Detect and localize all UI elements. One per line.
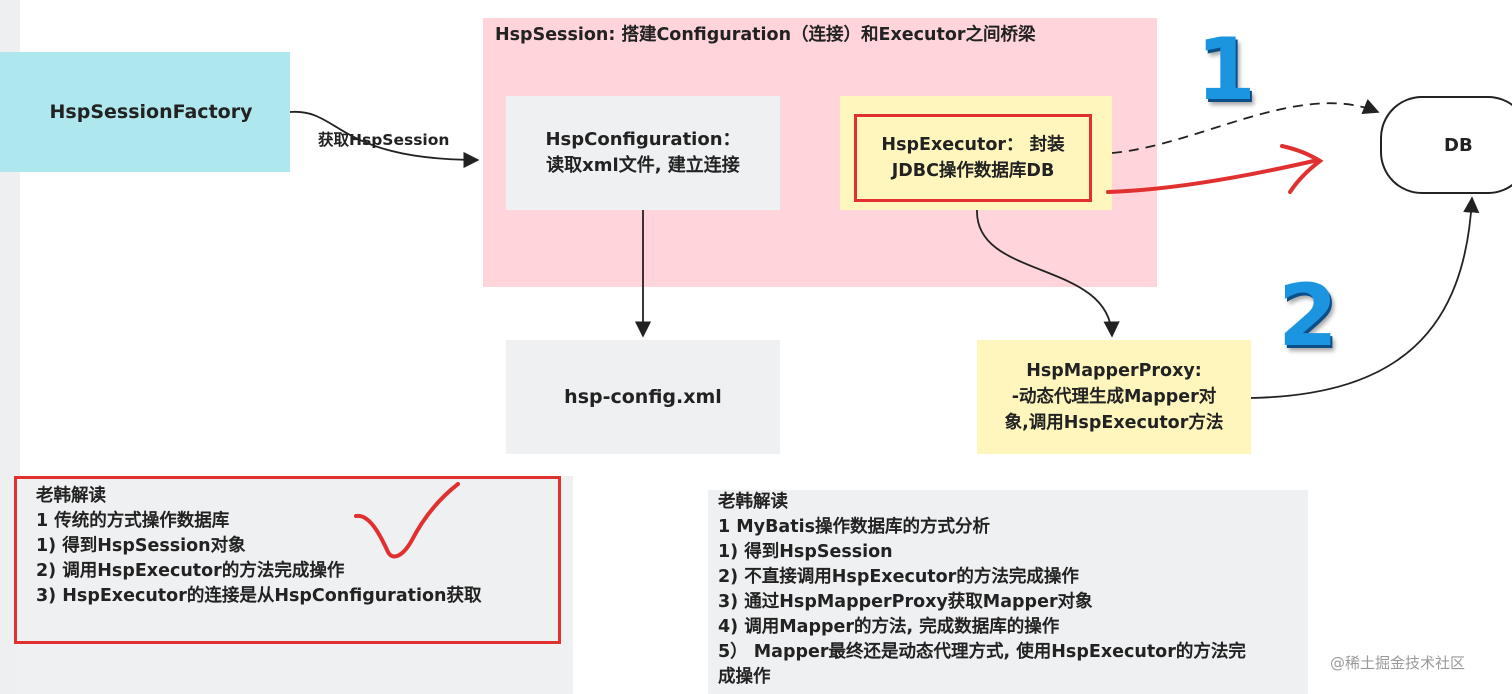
note-right-line: 老韩解读	[718, 492, 788, 512]
edge-factory-to-session	[289, 110, 480, 169]
note-left-line: 1) 得到HspSession对象	[36, 536, 246, 556]
red-check-mark	[354, 482, 460, 559]
db-node: DB	[1380, 96, 1512, 194]
proxy-line-1: HspMapperProxy:	[1026, 361, 1202, 381]
note-left-line: 老韩解读	[36, 486, 106, 506]
executor-line-1: HspExecutor： 封装	[881, 135, 1065, 155]
note-right-line: 成操作	[718, 667, 771, 687]
step-marker-2: 2	[1278, 266, 1338, 366]
note-left-line: 3) HspExecutor的连接是从HspConfiguration获取	[36, 586, 482, 606]
red-hand-drawn-arrow	[1106, 144, 1324, 194]
edge-executor-to-db-dashed	[1111, 98, 1380, 154]
executor-highlight-frame: HspExecutor： 封装 JDBC操作数据库DB	[854, 114, 1092, 202]
proxy-line-3: 象,调用HspExecutor方法	[1004, 413, 1224, 433]
note-left-line: 2) 调用HspExecutor的方法完成操作	[36, 561, 345, 581]
proxy-line-2: -动态代理生成Mapper对	[1011, 387, 1217, 407]
note-right-line: 4) 调用Mapper的方法, 完成数据库的操作	[718, 617, 1060, 637]
note-right-line: 1) 得到HspSession	[718, 542, 893, 562]
note-right-line: 1 MyBatis操作数据库的方式分析	[718, 517, 991, 537]
hsp-session-factory-node: HspSessionFactory	[0, 52, 290, 172]
note-left-text: 老韩解读 1 传统的方式操作数据库 1) 得到HspSession对象 2) 调…	[36, 484, 481, 609]
session-title: HspSession: 搭建Configuration（连接）和Executor…	[495, 25, 1036, 45]
note-right-line: 5） Mapper最终还是动态代理方式, 使用HspExecutor的方法完	[718, 642, 1246, 662]
note-right-line: 2) 不直接调用HspExecutor的方法完成操作	[718, 567, 1079, 587]
hsp-config-xml-node: hsp-config.xml	[506, 340, 780, 454]
edge-proxy-to-db	[1250, 196, 1480, 399]
note-left-line: 1 传统的方式操作数据库	[36, 511, 230, 531]
note-right-line: 3) 通过HspMapperProxy获取Mapper对象	[718, 592, 1093, 612]
edge-executor-to-proxy	[976, 209, 1120, 338]
note-right-panel	[708, 490, 1308, 694]
config-line-1: HspConfiguration：	[545, 129, 741, 150]
note-left-highlight-frame	[14, 476, 561, 644]
watermark: @稀土掘金技术社区	[1330, 654, 1466, 672]
hsp-mapper-proxy-node: HspMapperProxy: -动态代理生成Mapper对 象,调用HspEx…	[977, 340, 1251, 454]
hsp-configuration-node: HspConfiguration： 读取xml文件, 建立连接	[506, 96, 780, 210]
note-right-text: 老韩解读 1 MyBatis操作数据库的方式分析 1) 得到HspSession…	[718, 490, 1246, 690]
note-left-panel	[18, 476, 573, 694]
config-line-2: 读取xml文件, 建立连接	[546, 155, 740, 176]
step-marker-1: 1	[1196, 20, 1256, 120]
hsp-executor-node: HspExecutor： 封装 JDBC操作数据库DB	[840, 96, 1112, 210]
executor-line-2: JDBC操作数据库DB	[891, 161, 1055, 181]
